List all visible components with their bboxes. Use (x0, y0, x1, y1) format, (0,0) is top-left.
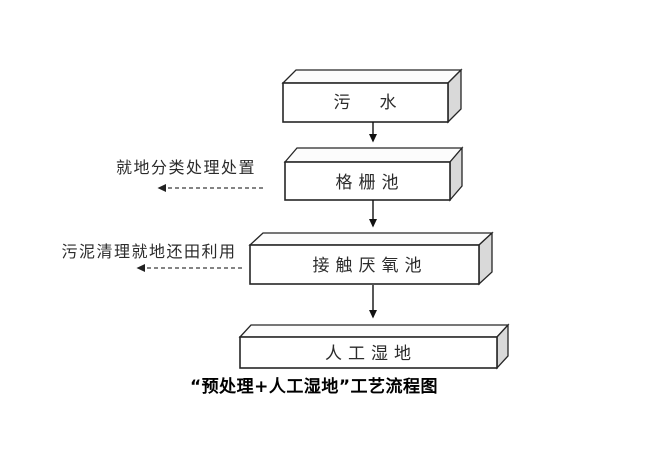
grid-pool-box-top-face (283, 147, 464, 163)
constructed-wetland-label: 人工湿地 (325, 344, 417, 364)
grid-pool-box: 格栅池 (283, 146, 464, 202)
constructed-wetland-box: 人工湿地 (238, 323, 510, 370)
constructed-wetland-box-front-face (239, 336, 498, 369)
contact-anaerobic-pool-label: 接触厌氧池 (313, 256, 428, 276)
annotation-sludge-return-to-field: 污泥清理就地还田利用 (61, 242, 236, 261)
wastewater-box-top-face (281, 69, 463, 84)
wastewater-box: 污 水 (281, 68, 463, 124)
wastewater-label: 污 水 (334, 93, 403, 113)
contact-anaerobic-pool-box-top-face (248, 232, 494, 246)
annotation-onsite-sorting-disposal: 就地分类处理处置 (116, 158, 256, 177)
grid-pool-box-front-face (284, 161, 451, 201)
contact-anaerobic-pool-box-front-face (249, 244, 480, 285)
grid-pool-label: 格栅池 (336, 173, 405, 193)
diagram-caption: “预处理+人工湿地”工艺流程图 (190, 376, 438, 397)
wastewater-box-front-face (282, 82, 449, 123)
constructed-wetland-box-top-face (238, 324, 510, 338)
contact-anaerobic-pool-box: 接触厌氧池 (248, 231, 494, 286)
